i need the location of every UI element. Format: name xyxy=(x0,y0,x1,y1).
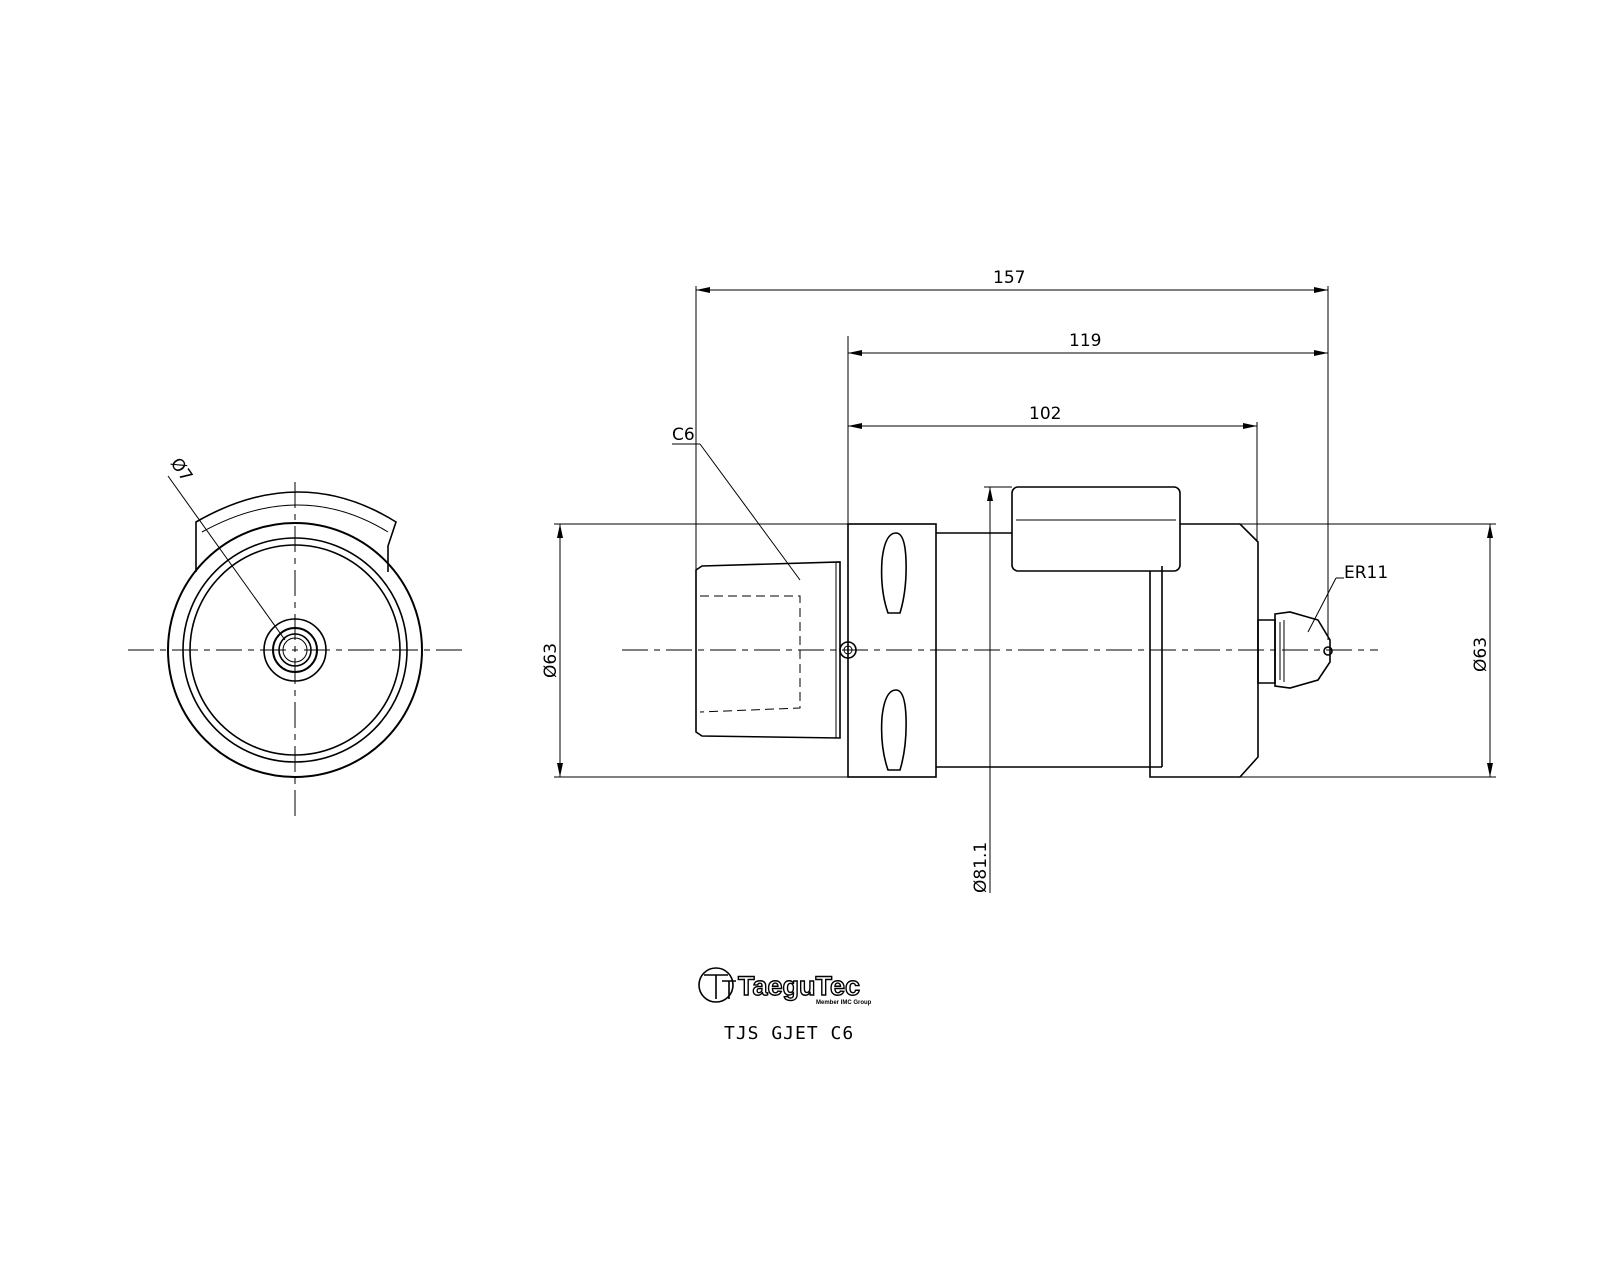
end-view-bore-inner xyxy=(282,637,308,663)
er11-leader-line xyxy=(1307,577,1337,633)
end-view: Ø7 xyxy=(128,454,462,818)
end-view-hub-ring xyxy=(272,627,318,673)
flange-slot-lower xyxy=(880,689,907,771)
flange xyxy=(847,523,937,778)
bore-leader-line xyxy=(167,475,286,641)
dim-157-label: 157 xyxy=(993,268,1025,288)
arrow-right-63-top xyxy=(1487,524,1493,538)
collet-nut xyxy=(1257,619,1276,684)
side-handle xyxy=(1011,486,1181,572)
nozzle-tip xyxy=(1323,646,1333,656)
taegutec-logo: TaeguTec Member IMC Group xyxy=(698,967,872,1006)
arrow-157-left xyxy=(696,287,710,293)
main-body xyxy=(936,532,1163,768)
dim-right-63-label: Ø63 xyxy=(1471,637,1491,672)
arrow-102-left xyxy=(848,423,862,429)
c6-leader-line xyxy=(699,443,801,581)
arrow-81-top xyxy=(987,487,993,501)
dim-left-63-label: Ø63 xyxy=(541,643,561,678)
coolant-port-inner xyxy=(843,645,853,655)
logo-mark xyxy=(698,967,734,1003)
end-view-hub-outer xyxy=(263,618,327,682)
collet xyxy=(1274,611,1331,689)
er11-label: ER11 xyxy=(1344,563,1388,583)
arrow-157-right xyxy=(1314,287,1328,293)
brand-tagline: Member IMC Group xyxy=(816,1000,872,1006)
arrow-left-63-bottom xyxy=(557,763,563,777)
c6-label: C6 xyxy=(672,425,695,445)
end-view-circle-3 xyxy=(189,544,401,756)
arrow-right-63-bottom xyxy=(1487,763,1493,777)
dim-119-label: 119 xyxy=(1069,331,1101,351)
model-designation: TJS GJET C6 xyxy=(724,1023,854,1044)
dim-81-label: Ø81.1 xyxy=(971,842,991,893)
flange-slot-upper xyxy=(880,532,907,614)
end-view-top-lug xyxy=(195,491,397,572)
side-view: 157 119 102 Ø63 Ø63 Ø81.1 C6 xyxy=(541,268,1496,893)
end-view-bore xyxy=(278,633,312,667)
logo-mark-t xyxy=(704,974,736,999)
bore-diameter-label: Ø7 xyxy=(166,454,196,485)
arrow-102-right xyxy=(1243,423,1257,429)
brand-name: TaeguTec xyxy=(738,971,860,1001)
dim-102-label: 102 xyxy=(1029,404,1061,424)
arrow-left-63-top xyxy=(557,524,563,538)
arrow-119-right xyxy=(1314,350,1328,356)
coolant-port xyxy=(839,641,857,659)
shank-hidden-bore xyxy=(699,595,801,713)
end-view-top-lug-inner xyxy=(201,504,389,533)
end-view-outer-circle xyxy=(167,522,423,778)
arrow-119-left xyxy=(848,350,862,356)
end-view-circle-2 xyxy=(182,537,408,763)
